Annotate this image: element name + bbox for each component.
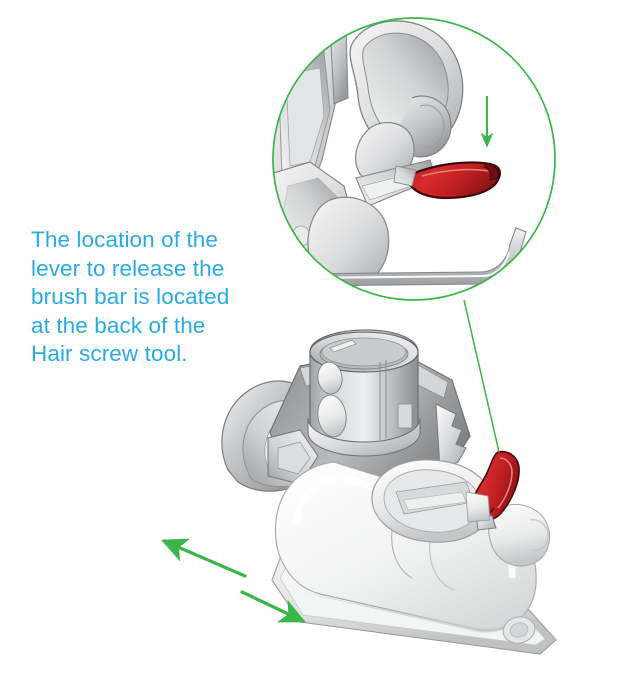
collar-side-lug-inner: [277, 441, 311, 475]
callout-leader-line: [463, 299, 500, 453]
slide-direction-double-arrow: [161, 538, 306, 623]
cyclone-neck-cylinder: [307, 329, 421, 457]
caption-text: The location of the lever to release the…: [31, 227, 230, 366]
lever-bracket: [465, 491, 491, 523]
hair-screw-tool: [221, 329, 557, 655]
brush-bar-housing: [371, 459, 493, 591]
detail-circle-outline: [272, 17, 556, 301]
end-cap-port: [488, 504, 550, 567]
end-cap-screw-boss: [502, 616, 536, 644]
magnified-detail-circle: [272, 17, 556, 301]
